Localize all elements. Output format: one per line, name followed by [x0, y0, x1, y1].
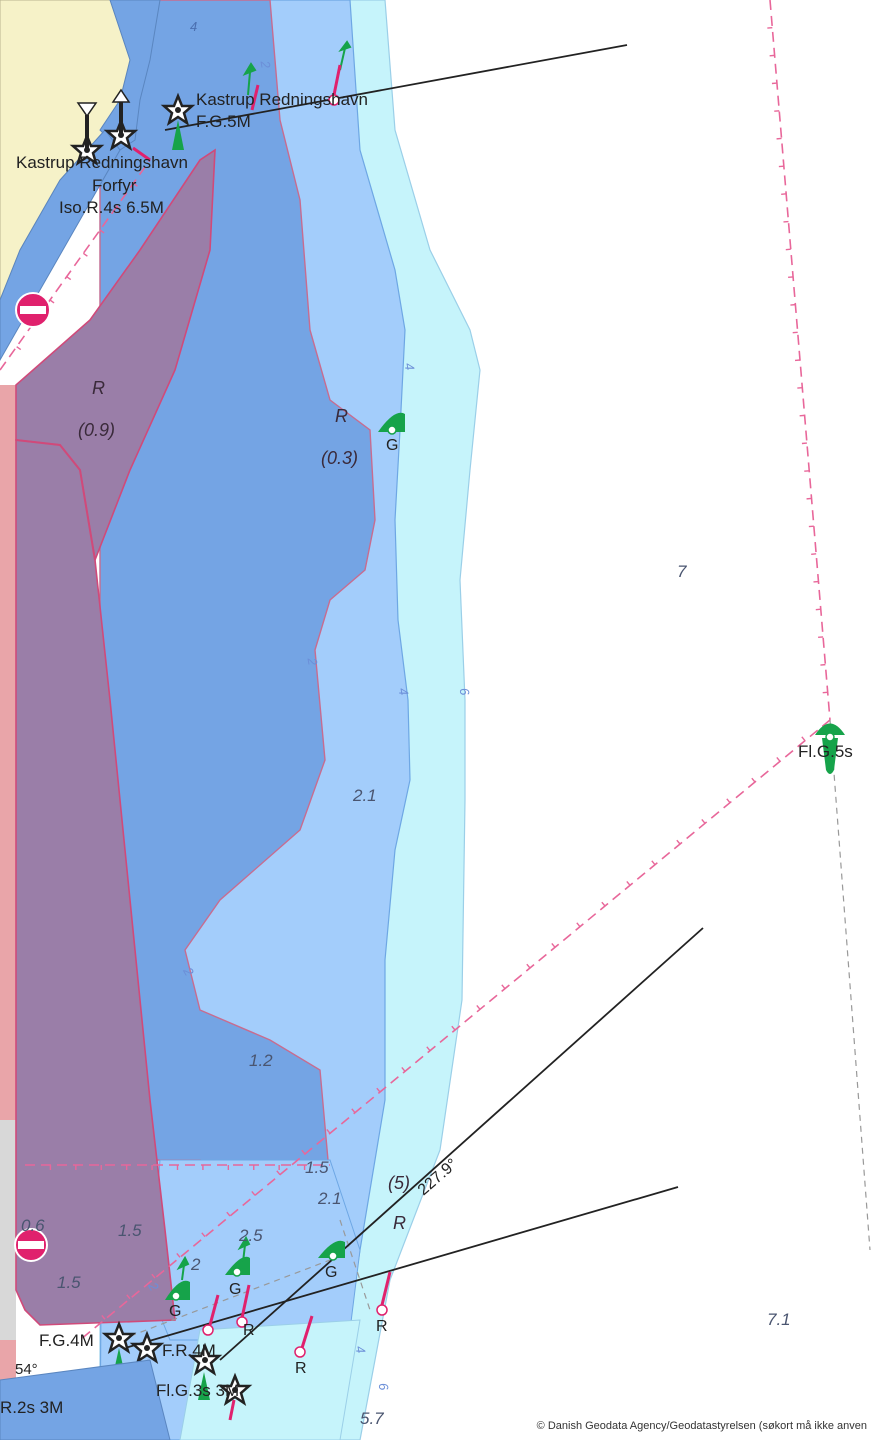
green-buoy-icon: [113, 120, 845, 1400]
light-fr4m: F.R.4M: [162, 1341, 216, 1360]
cable-tick: [151, 1273, 156, 1279]
cable-tick: [376, 1087, 381, 1093]
depth-sounding: 5.7: [360, 1409, 384, 1428]
cable-tick: [276, 1170, 281, 1176]
bearing-small: 54°: [15, 1361, 38, 1378]
depth-sounding: 7: [677, 562, 687, 581]
depth-sounding: 2.5: [239, 1226, 263, 1245]
depth-sounding: 2.1: [353, 786, 377, 805]
cable-tick: [526, 963, 531, 969]
cable-tick: [116, 206, 122, 211]
cable-tick: [101, 1315, 106, 1320]
light-char-buoy: Fl.G.5s: [798, 742, 853, 761]
cable-tick: [99, 229, 105, 234]
zone-r2-depth: (0.3): [321, 448, 359, 468]
zone-r1: R: [92, 378, 105, 398]
cable-tick: [176, 1253, 181, 1258]
light-name-top: Kastrup Redningshavn: [196, 90, 369, 109]
cable-tick: [751, 777, 756, 783]
contour-label: 4: [190, 19, 198, 34]
cable-tick: [726, 798, 731, 804]
cable-tick: [49, 299, 55, 304]
cable-tick: [132, 182, 138, 187]
cable-tick: [651, 860, 656, 866]
zone-r2: R: [335, 406, 348, 426]
light-fg4m: F.G.4M: [39, 1331, 94, 1350]
light-r2s: R.2s 3M: [0, 1398, 64, 1417]
leading-line-bottom: [124, 1186, 679, 1349]
buoy-letter: G: [229, 1281, 242, 1298]
buoy-letter: R: [243, 1322, 255, 1339]
depth-sounding: 2.1: [318, 1189, 342, 1208]
cable-tick: [576, 922, 581, 928]
leading-line-bearing: [219, 927, 704, 1361]
buoy-letter: G: [386, 437, 399, 454]
buoy-letter: G: [169, 1303, 182, 1320]
depth-sounding: 1.5: [57, 1273, 81, 1292]
depth-sounding: 1.2: [249, 1051, 273, 1070]
zone-r3-depth: (5): [388, 1173, 410, 1193]
cable-tick: [401, 1067, 406, 1072]
zone-r1-depth: (0.9): [78, 420, 116, 440]
depth-sounding: 2: [191, 1255, 201, 1274]
cable-tick: [326, 1129, 331, 1134]
cable-tick: [126, 1294, 131, 1300]
leading-line-top: [164, 44, 628, 131]
cable-tick: [676, 839, 681, 845]
cable-tick: [501, 984, 506, 990]
cable-tick: [601, 901, 606, 907]
cable-tick: [226, 1211, 231, 1217]
cable-tick: [476, 1005, 481, 1010]
light-sub-forfyr: Forfyr: [92, 176, 137, 195]
depth-sounding: 0.6: [21, 1216, 45, 1235]
cable-tick: [551, 943, 556, 948]
cable-tick: [201, 1232, 206, 1238]
map-attribution: © Danish Geodata Agency/Geodatastyrelsen…: [532, 1418, 871, 1434]
light-flg3s: Fl.G.3s 3M: [156, 1381, 240, 1400]
light-char-top: F.G.5M: [196, 112, 251, 131]
buoy-letter: G: [325, 1264, 338, 1281]
buoy-letter: R: [295, 1360, 307, 1377]
light-char-forfyr: Iso.R.4s 6.5M: [59, 198, 164, 217]
cable-tick: [701, 819, 706, 824]
depth-sounding: 7.1: [767, 1310, 791, 1329]
depth-sounding: 1.5: [118, 1221, 142, 1240]
cable-tick: [251, 1191, 256, 1196]
cable-tick: [351, 1108, 356, 1114]
cable-tick: [82, 252, 88, 257]
cable-tick: [776, 757, 781, 762]
cable-tick: [301, 1149, 306, 1155]
cable-tick: [451, 1025, 456, 1031]
no-entry-icon: [15, 292, 51, 328]
cable-tick: [801, 736, 806, 742]
zone-r3: R: [393, 1213, 406, 1233]
light-name-forfyr: Kastrup Redningshavn: [16, 153, 189, 172]
cable-tick: [16, 346, 22, 351]
no-entry-icon: [14, 1228, 48, 1262]
cable-tick: [626, 881, 631, 886]
cable-tick: [426, 1046, 431, 1052]
buoy-letter: R: [376, 1318, 388, 1335]
depth-sounding: 1.5: [305, 1158, 329, 1177]
cable-tick: [66, 276, 72, 281]
